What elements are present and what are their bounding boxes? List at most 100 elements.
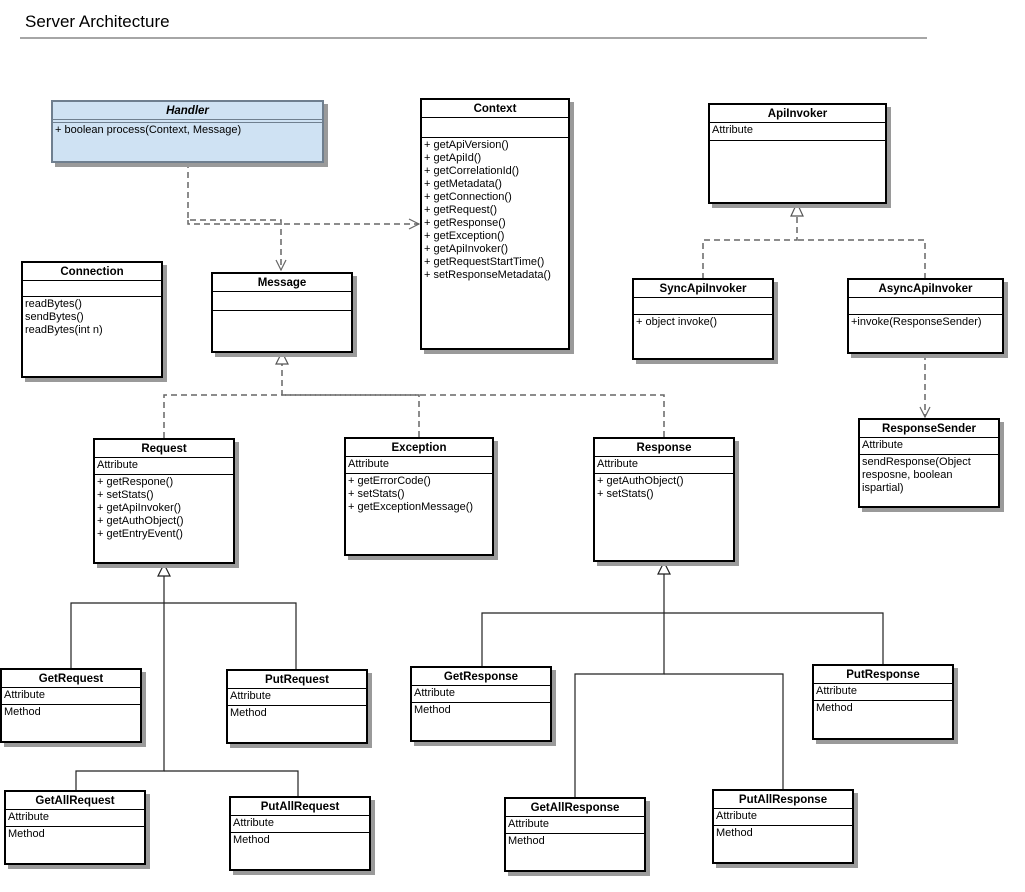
class-putrequest[interactable]: PutRequest Attribute Method (226, 669, 368, 744)
realize-async-apiinvoker (797, 239, 926, 279)
method-list: readBytes() sendBytes() readBytes(int n) (23, 297, 161, 338)
method: + getResponse() (424, 217, 506, 229)
method-list: Method (231, 833, 369, 848)
generalization-arrowhead-request (157, 562, 171, 577)
class-message[interactable]: Message (211, 272, 353, 353)
realize-sync-apiinvoker (702, 216, 798, 279)
gen-putresponse (664, 612, 884, 664)
attribute: Attribute (97, 459, 138, 471)
method: + setResponseMetadata() (424, 269, 551, 281)
class-name: Message (213, 274, 351, 292)
method: Method (233, 834, 270, 846)
method-list: Method (814, 701, 952, 716)
method: Method (4, 706, 41, 718)
attribute-list: Attribute (231, 816, 369, 833)
method: + getExceptionMessage() (348, 501, 474, 513)
method-list: +invoke(ResponseSender) (849, 315, 1002, 330)
method: readBytes() (25, 298, 82, 310)
gen-getresponse (481, 574, 665, 666)
gen-putallresponse (664, 673, 784, 789)
class-putresponse[interactable]: PutResponse Attribute Method (812, 664, 954, 740)
method: +invoke(ResponseSender) (851, 316, 982, 328)
class-request[interactable]: Request Attribute + getRespone() + setSt… (93, 438, 235, 564)
attribute-list: Attribute (6, 810, 144, 827)
method: Method (414, 704, 451, 716)
class-context[interactable]: Context + getApiVersion() + getApiId() +… (420, 98, 570, 350)
realize-response-message (282, 394, 665, 437)
gen-putallrequest (164, 770, 299, 796)
class-name: Request (95, 440, 233, 458)
class-name: PutAllResponse (714, 791, 852, 809)
class-name: Response (595, 439, 733, 457)
attribute-list: Attribute (714, 809, 852, 826)
method: Method (816, 702, 853, 714)
class-apiinvoker[interactable]: ApiInvoker Attribute (708, 103, 887, 204)
attribute-list: Attribute (506, 817, 644, 834)
class-name: Context (422, 100, 568, 118)
attribute-list: Attribute (814, 684, 952, 701)
class-responsesender[interactable]: ResponseSender Attribute sendResponse(Ob… (858, 418, 1000, 508)
method: + getErrorCode() (348, 475, 431, 487)
class-name: SyncApiInvoker (634, 280, 772, 298)
method: Method (508, 835, 545, 847)
attribute: Attribute (8, 811, 49, 823)
attribute-list (634, 298, 772, 315)
attribute-list: Attribute (412, 686, 550, 703)
class-asyncapiinvoker[interactable]: AsyncApiInvoker +invoke(ResponseSender) (847, 278, 1004, 354)
class-connection[interactable]: Connection readBytes() sendBytes() readB… (21, 261, 163, 378)
method: Method (8, 828, 45, 840)
gen-getrequest (70, 576, 165, 668)
class-name: Handler (53, 102, 322, 120)
class-response[interactable]: Response Attribute + getAuthObject() + s… (593, 437, 735, 562)
method: sendResponse(Object resposne, boolean is… (862, 456, 971, 494)
method-list: + getRespone() + setStats() + getApiInvo… (95, 475, 233, 542)
realize-request-message (163, 363, 283, 438)
dep-handler-context (187, 220, 419, 224)
method-list: sendResponse(Object resposne, boolean is… (860, 455, 998, 496)
class-name: ResponseSender (860, 420, 998, 438)
attribute: Attribute (348, 458, 389, 470)
realization-arrowhead-apiinvoker (790, 201, 804, 217)
attribute-list (849, 298, 1002, 315)
class-syncapiinvoker[interactable]: SyncApiInvoker + object invoke() (632, 278, 774, 360)
title-divider (20, 37, 927, 39)
method: + getRequestStartTime() (424, 256, 545, 268)
dep-handler-message (187, 162, 281, 270)
realize-exception-message (282, 394, 420, 437)
class-exception[interactable]: Exception Attribute + getErrorCode() + s… (344, 437, 494, 556)
method-list: Method (412, 703, 550, 718)
method: + getMetadata() (424, 178, 502, 190)
attribute: Attribute (230, 690, 271, 702)
method: + setStats() (597, 488, 654, 500)
attribute-list: Attribute (228, 689, 366, 706)
class-name: PutAllRequest (231, 798, 369, 816)
class-name: AsyncApiInvoker (849, 280, 1002, 298)
class-getresponse[interactable]: GetResponse Attribute Method (410, 666, 552, 742)
attribute: Attribute (862, 439, 903, 451)
method: + getConnection() (424, 191, 512, 203)
class-name: Exception (346, 439, 492, 457)
method: + getApiVersion() (424, 139, 509, 151)
generalization-arrowhead-response (657, 560, 671, 575)
attribute: Attribute (712, 124, 753, 136)
attribute-list: Attribute (346, 457, 492, 474)
method-list: + boolean process(Context, Message) (53, 122, 322, 138)
gen-getallrequest (75, 603, 165, 790)
method: + getApiId() (424, 152, 482, 164)
class-getrequest[interactable]: GetRequest Attribute Method (0, 668, 142, 743)
class-putallresponse[interactable]: PutAllResponse Attribute Method (712, 789, 854, 864)
class-getallresponse[interactable]: GetAllResponse Attribute Method (504, 797, 646, 872)
class-name: GetAllRequest (6, 792, 144, 810)
attribute-list: Attribute (595, 457, 733, 474)
class-handler[interactable]: Handler + boolean process(Context, Messa… (51, 100, 324, 163)
class-getallrequest[interactable]: GetAllRequest Attribute Method (4, 790, 146, 865)
attribute-list: Attribute (95, 458, 233, 475)
class-name: PutResponse (814, 666, 952, 684)
method-list: Method (6, 827, 144, 842)
method: + getAuthObject() (97, 515, 184, 527)
class-putallrequest[interactable]: PutAllRequest Attribute Method (229, 796, 371, 871)
attribute-list (213, 292, 351, 311)
realization-arrowhead-message (275, 350, 289, 365)
method: readBytes(int n) (25, 324, 103, 336)
